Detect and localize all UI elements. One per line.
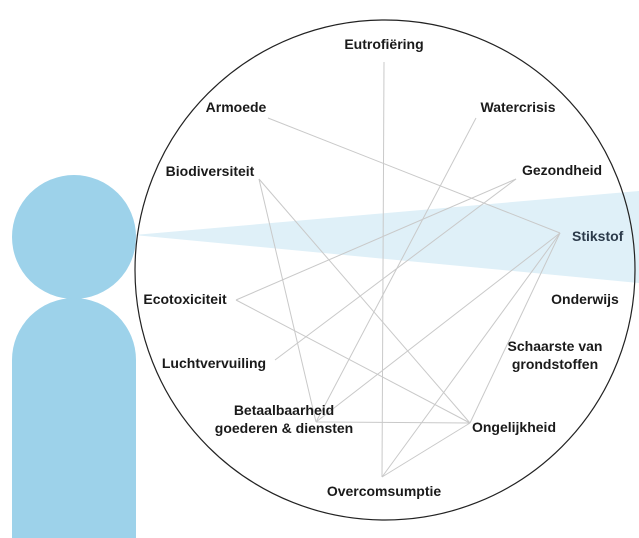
topic-label-onderwijs: Onderwijs [551,291,619,307]
link-stikstof-betaalbaarheid [315,232,561,423]
topic-label-line: Watercrisis [481,99,556,115]
topic-label-stikstof: Stikstof [572,228,624,244]
topic-label-ecotoxiciteit: Ecotoxiciteit [143,291,227,307]
topic-labels: EutrofiëringWatercrisisGezondheidStiksto… [143,36,623,499]
topic-label-line: goederen & diensten [215,420,353,436]
link-biodiversiteit-betaalbaarheid [258,178,317,423]
topic-label-armoede: Armoede [206,99,267,115]
link-betaalbaarheid-ongelijkheid [315,421,471,424]
topic-label-line: Schaarste van [508,338,603,354]
topic-label-gezondheid: Gezondheid [522,162,602,178]
connection-lines [235,61,561,478]
topic-label-overcomsumptie: Overcomsumptie [327,483,442,499]
topic-label-line: Gezondheid [522,162,602,178]
attention-beam [134,191,639,283]
topic-label-biodiversiteit: Biodiversiteit [166,163,255,179]
topic-label-watercrisis: Watercrisis [481,99,556,115]
link-ecotoxiciteit-ongelijkheid [235,299,471,424]
link-gezondheid-luchtvervuiling [274,178,517,361]
topic-label-luchtvervuiling: Luchtvervuiling [162,355,266,371]
topic-label-line: Biodiversiteit [166,163,255,179]
link-watercrisis-betaalbaarheid [315,117,477,423]
topic-label-line: Onderwijs [551,291,619,307]
link-stikstof-overcomsumptie [381,232,561,478]
topic-label-line: Betaalbaarheid [234,402,334,418]
topic-label-line: Ongelijkheid [472,419,556,435]
link-biodiversiteit-ongelijkheid [258,178,471,424]
link-stikstof-ongelijkheid [469,232,561,424]
topic-label-betaalbaarheid: Betaalbaarheid goederen & diensten [215,402,353,436]
topic-label-line: Overcomsumptie [327,483,442,499]
topic-label-line: grondstoffen [512,356,598,372]
topic-label-line: Stikstof [572,228,624,244]
link-eutrofiering-overcomsumptie [381,61,385,478]
person-body [12,298,136,538]
topic-ring [134,19,636,521]
topic-label-line: Eutrofiëring [344,36,423,52]
link-ongelijkheid-overcomsumptie [381,422,471,478]
topic-label-line: Ecotoxiciteit [143,291,227,307]
topic-label-ongelijkheid: Ongelijkheid [472,419,556,435]
link-armoede-stikstof [267,117,561,234]
person-head [12,175,136,299]
topic-label-line: Armoede [206,99,267,115]
topic-label-line: Luchtvervuiling [162,355,266,371]
topic-label-schaarste: Schaarste van grondstoffen [508,338,603,372]
topic-label-eutrofiering: Eutrofiëring [344,36,423,52]
